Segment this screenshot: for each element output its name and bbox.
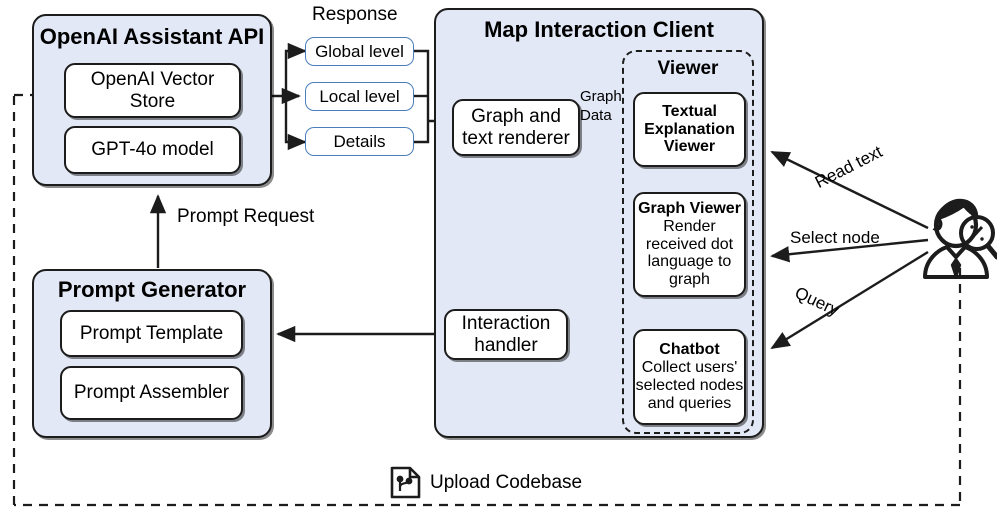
textual-explanation-viewer-title: Textual Explanation Viewer: [644, 102, 735, 156]
gpt-4o-model-label: GPT-4o model: [91, 139, 214, 161]
openai-vector-store-box[interactable]: OpenAI Vector Store: [64, 63, 241, 118]
user-analyst-icon: [923, 198, 997, 279]
chatbot-body: Collect users' selected nodes and querie…: [635, 359, 744, 412]
interaction-handler-label: Interaction handler: [462, 313, 551, 356]
graph-viewer-content: Graph Viewer Render received dot languag…: [635, 200, 744, 290]
response-global-level-label: Global level: [315, 41, 404, 61]
prompt-template-label: Prompt Template: [79, 322, 224, 344]
chatbot-box[interactable]: Chatbot Collect users' selected nodes an…: [633, 329, 746, 425]
response-details-label: Details: [333, 131, 386, 151]
chatbot-title: Chatbot: [659, 341, 720, 359]
graph-viewer-title: Graph Viewer: [638, 199, 741, 217]
upload-codebase-label: Upload Codebase: [430, 472, 583, 493]
response-group-title: Response: [312, 4, 398, 25]
graph-data-label-line2: Data: [580, 107, 612, 124]
chatbot-content: Chatbot Collect users' selected nodes an…: [635, 341, 744, 413]
textual-explanation-viewer-box[interactable]: Textual Explanation Viewer: [633, 92, 746, 167]
graph-renderer-line2: text renderer: [462, 127, 570, 149]
openai-vector-store-label: OpenAI Vector Store: [90, 69, 215, 112]
prompt-generator-title: Prompt Generator: [57, 277, 247, 302]
graph-renderer-line1: Graph and: [471, 106, 561, 128]
graph-data-label-line1: Graph: [580, 88, 622, 105]
interaction-handler-box[interactable]: Interaction handler: [444, 309, 568, 360]
viewer-group-title: Viewer: [657, 58, 719, 79]
file-branch-icon: [390, 466, 421, 499]
response-local-level-box[interactable]: Local level: [305, 82, 414, 111]
graph-viewer-body: Render received dot language to graph: [645, 217, 734, 289]
graph-viewer-box[interactable]: Graph Viewer Render received dot languag…: [633, 192, 746, 297]
graph-renderer-label: Graph and text renderer: [462, 106, 570, 149]
interaction-handler-line2: handler: [474, 334, 538, 356]
map-interaction-client-title: Map Interaction Client: [484, 17, 714, 42]
prompt-request-label: Prompt Request: [177, 206, 315, 227]
openai-assistant-api-title: OpenAI Assistant API: [39, 24, 265, 49]
interaction-handler-line1: Interaction: [461, 313, 551, 335]
viewer-group: [622, 50, 754, 434]
graph-and-text-renderer-box[interactable]: Graph and text renderer: [452, 99, 580, 156]
response-local-level-label: Local level: [319, 86, 400, 106]
prompt-assembler-label: Prompt Assembler: [73, 382, 230, 404]
prompt-template-box[interactable]: Prompt Template: [60, 310, 243, 357]
select-node-label: Select node: [790, 228, 880, 247]
response-global-level-box[interactable]: Global level: [305, 37, 414, 66]
prompt-assembler-box[interactable]: Prompt Assembler: [60, 366, 243, 420]
gpt-4o-model-box[interactable]: GPT-4o model: [64, 126, 241, 174]
response-details-box[interactable]: Details: [305, 127, 414, 156]
